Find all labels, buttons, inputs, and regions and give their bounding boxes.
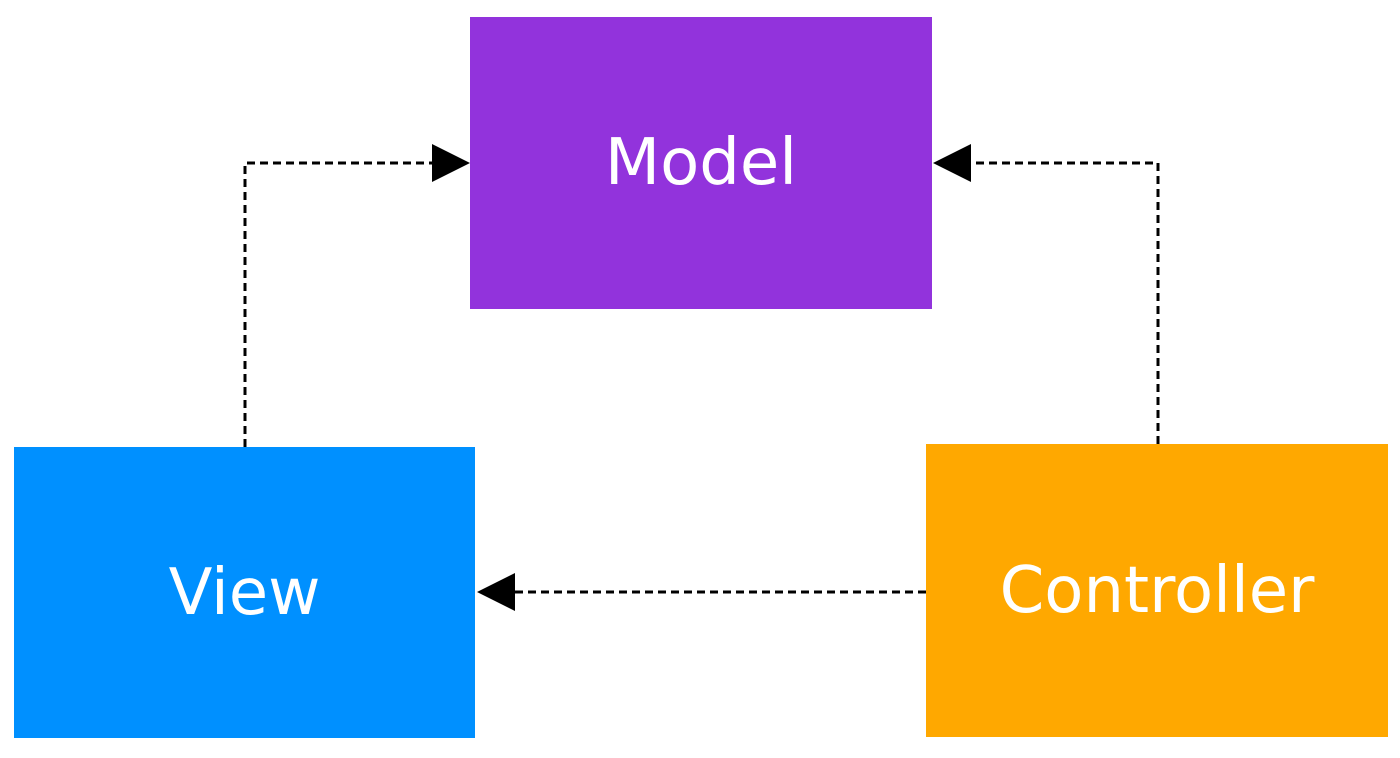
edge-view-to-model xyxy=(243,161,432,447)
model-label: Model xyxy=(604,126,798,200)
arrowhead-controller-to-model xyxy=(933,144,971,182)
controller-node: Controller xyxy=(926,444,1388,737)
arrowhead-controller-to-view xyxy=(477,573,515,611)
view-label: View xyxy=(168,555,321,630)
edge-controller-to-model xyxy=(971,161,1160,444)
model-node: Model xyxy=(470,17,932,309)
arrowhead-view-to-model xyxy=(432,144,470,182)
view-node: View xyxy=(14,447,475,738)
controller-label: Controller xyxy=(999,553,1315,628)
